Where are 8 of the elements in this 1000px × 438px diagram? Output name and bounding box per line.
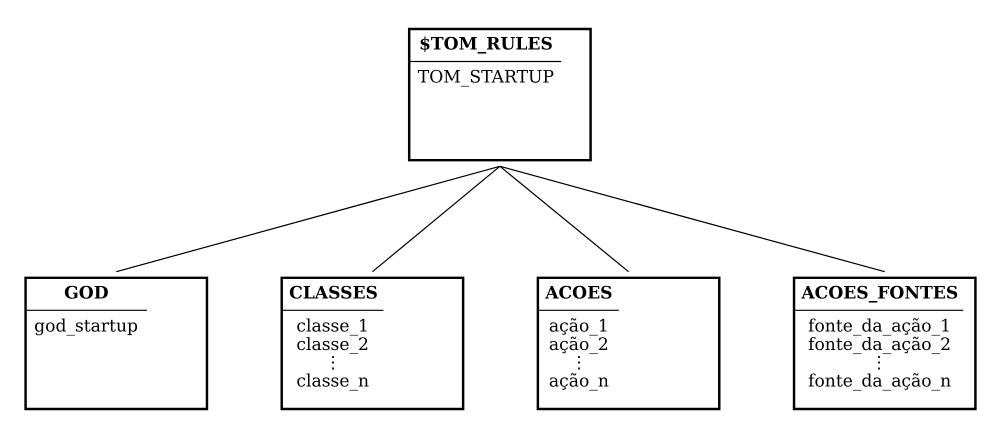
- node-box: $TOM_RULES TOM_STARTUP: [407, 28, 592, 162]
- connector: [499, 166, 628, 272]
- connector: [372, 166, 500, 272]
- connector: [499, 166, 884, 272]
- node-box: GOD god_startup: [24, 276, 208, 410]
- node-box: ACOES ação_1 ação_2 ⋮ ação_n: [536, 276, 720, 410]
- connector: [116, 166, 500, 272]
- node-box: ACOES_FONTES fonte_da_ação_1 fonte_da_ação_2 ⋮ fonte_da_ação_n: [792, 276, 976, 410]
